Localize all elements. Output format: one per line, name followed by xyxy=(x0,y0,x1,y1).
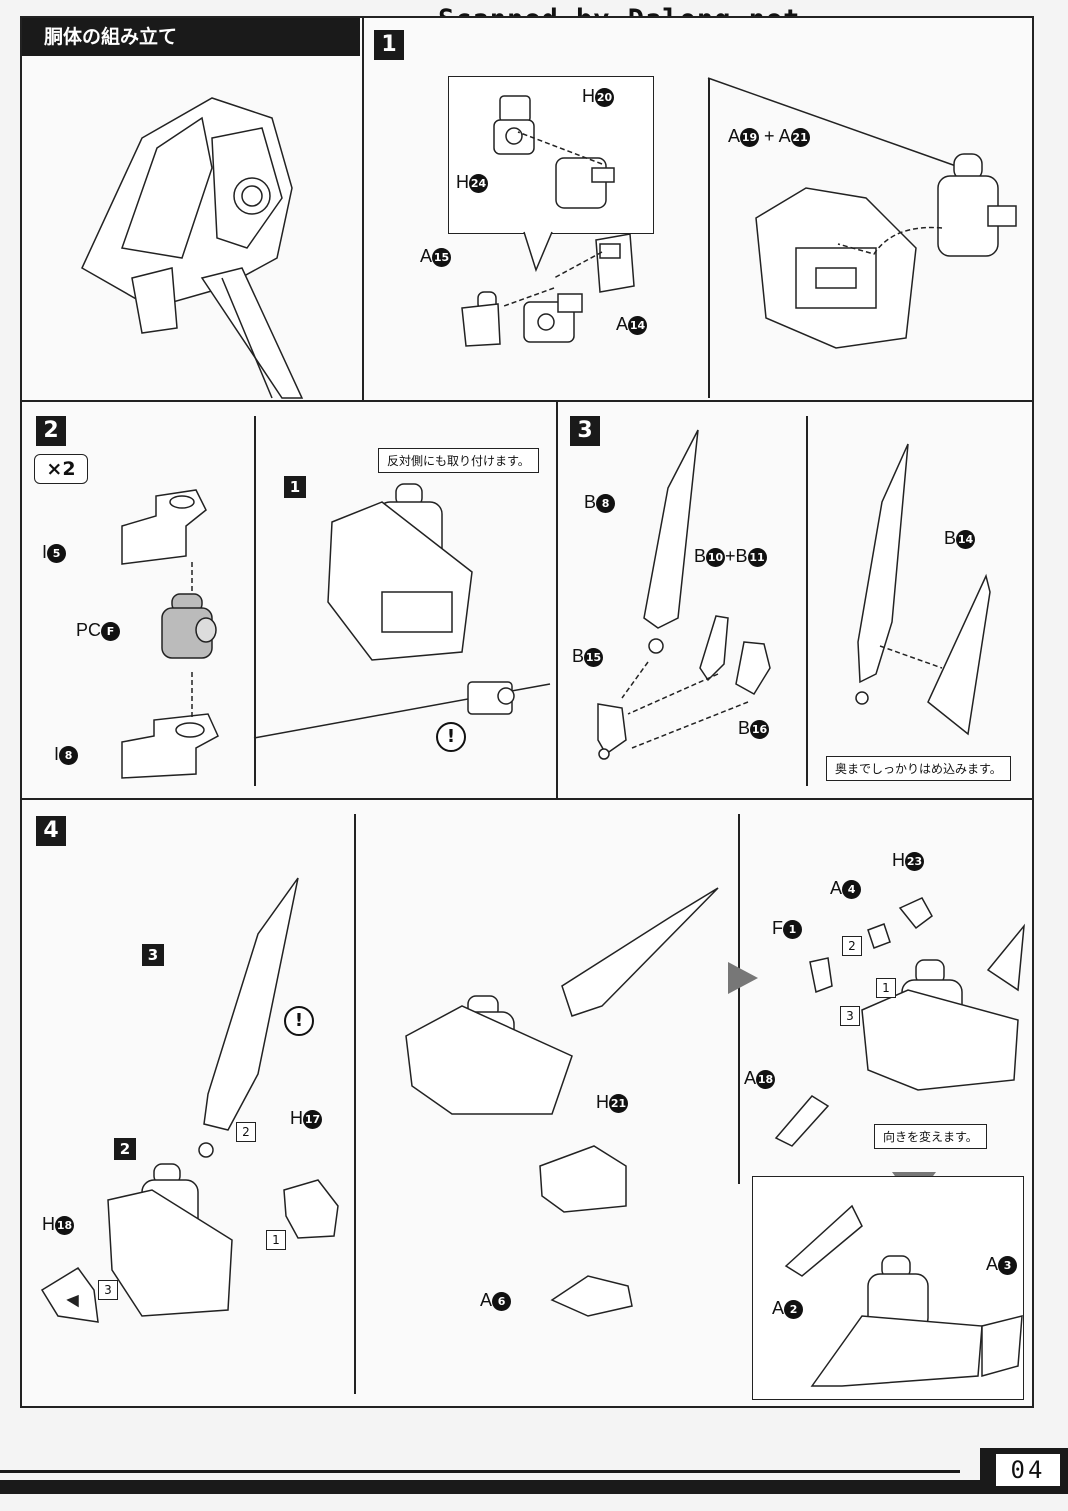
part-b15 xyxy=(592,700,632,760)
part-a14-assembly xyxy=(518,288,588,348)
torso-final xyxy=(782,1196,1022,1396)
part-h20 xyxy=(552,148,622,218)
part-h23 xyxy=(896,894,936,934)
warning-icon-step4: ! xyxy=(284,1006,314,1036)
process-arrow-right xyxy=(728,962,758,994)
step-4-number: 4 xyxy=(36,816,66,846)
part-a6 xyxy=(548,1270,638,1320)
torso-core-assembly xyxy=(746,178,926,358)
step-2-multiplier: ×2 xyxy=(34,454,88,484)
part-f1 xyxy=(806,956,836,996)
part-i5 xyxy=(116,486,216,566)
step-2-note: 反対側にも取り付けます。 xyxy=(378,448,539,473)
arrow-b14 xyxy=(876,642,946,672)
part-a15 xyxy=(458,288,508,350)
section-title: 胴体の組み立て xyxy=(22,18,360,56)
arrow-hip-to-core xyxy=(834,224,944,274)
part-wing-assembled xyxy=(848,442,918,712)
seq-3-right: 3 xyxy=(840,1006,860,1026)
arrows-step1-left xyxy=(494,248,604,308)
part-wing-step4 xyxy=(188,874,308,1174)
arrows-step2 xyxy=(182,562,202,722)
part-h18 xyxy=(38,1260,108,1330)
step-4-divider-1 xyxy=(354,814,356,1394)
step-1-number: 1 xyxy=(374,30,404,60)
step-2-number: 2 xyxy=(36,416,66,446)
torso-overview-illustration xyxy=(62,78,342,398)
part-a4 xyxy=(864,922,894,952)
step-1-panel: 1 xyxy=(362,16,1034,402)
arrow-h20-h24 xyxy=(514,128,604,168)
part-hip-joint xyxy=(932,150,1022,280)
warning-icon: ! xyxy=(436,722,466,752)
step-4-ref-2: 2 xyxy=(114,1138,136,1160)
divider-slant xyxy=(708,58,958,168)
seq-1-left: 1 xyxy=(266,1230,286,1250)
torso-assembly-step2 xyxy=(322,482,482,662)
part-pc-f xyxy=(158,592,224,666)
page-number: 04 xyxy=(996,1454,1060,1486)
footer-line xyxy=(0,1470,960,1473)
part-h17 xyxy=(278,1176,348,1246)
step-2-ref-1: 1 xyxy=(284,476,306,498)
step-3-divider xyxy=(806,416,808,786)
part-b16 xyxy=(730,638,780,698)
step-1-divider xyxy=(708,78,710,398)
overview-panel: 胴体の組み立て xyxy=(20,16,364,402)
part-h21 xyxy=(534,1136,634,1216)
part-b10-b11 xyxy=(694,614,734,684)
part-h24 xyxy=(492,92,542,162)
step-4-note: 向きを変えます。 xyxy=(874,1124,987,1149)
part-small-joint xyxy=(462,672,522,722)
torso-assembly-step4 xyxy=(102,1160,242,1320)
part-a18 xyxy=(772,1092,832,1152)
step-4-panel: 4 xyxy=(20,798,1034,1408)
seq-2-right: 2 xyxy=(842,936,862,956)
footer-bar xyxy=(0,1480,1068,1494)
part-i8 xyxy=(118,712,228,782)
step-1-inset xyxy=(448,76,654,234)
step-2-divider xyxy=(254,416,256,786)
seq-3-left: 3 xyxy=(98,1280,118,1300)
step-3-panel: 3 xyxy=(556,400,1034,800)
step-3-note: 奥までしっかりはめ込みます。 xyxy=(826,756,1011,781)
torso-with-wing-middle xyxy=(402,886,722,1116)
step-3-number: 3 xyxy=(570,416,600,446)
inset-pointer xyxy=(524,232,564,272)
part-b14-blade xyxy=(918,572,998,742)
arrows-step3 xyxy=(618,662,778,752)
step-4-divider-2 xyxy=(738,814,740,1184)
torso-assembly-right xyxy=(858,910,1028,1110)
part-a14 xyxy=(590,230,640,300)
step-4-ref-3: 3 xyxy=(142,944,164,966)
seq-1-right: 1 xyxy=(876,978,896,998)
seq-2-left: 2 xyxy=(236,1122,256,1142)
part-b8-wing xyxy=(638,428,708,658)
